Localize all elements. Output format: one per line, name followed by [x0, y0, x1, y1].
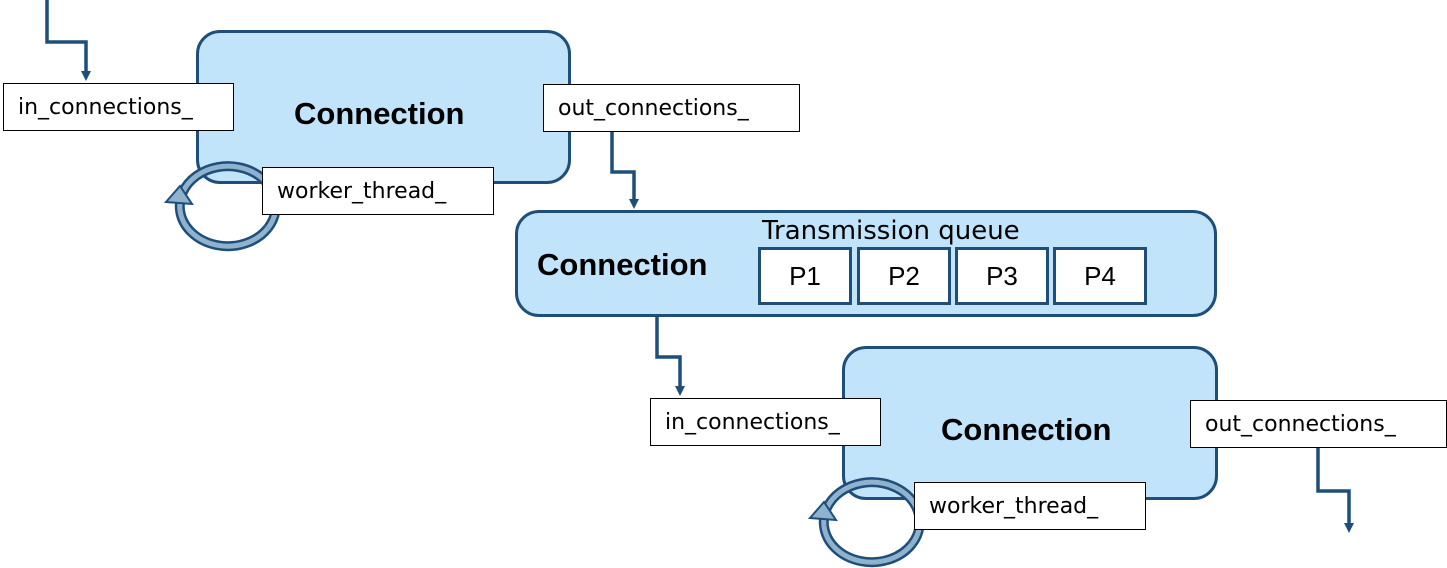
in-connections-label-2: in_connections_ — [650, 398, 881, 446]
connection-3-title: Connection — [941, 412, 1112, 447]
arrow-out-connections-2-exit — [1316, 447, 1354, 533]
connection-box-3 — [842, 346, 1218, 500]
packet-p3: P3 — [955, 247, 1049, 305]
packet-p1: P1 — [758, 247, 852, 305]
out-connections-label-2: out_connections_ — [1190, 400, 1447, 448]
connection-box-1 — [196, 30, 571, 184]
connection-2-title: Connection — [537, 247, 708, 282]
worker-thread-label-2: worker_thread_ — [914, 482, 1146, 530]
transmission-queue-title: Transmission queue — [762, 216, 1020, 246]
out-connections-label-1: out_connections_ — [543, 84, 800, 132]
packet-p2: P2 — [857, 247, 951, 305]
packet-p4: P4 — [1053, 247, 1147, 305]
worker-thread-label-1: worker_thread_ — [262, 167, 494, 215]
in-connections-label-1: in_connections_ — [3, 83, 234, 131]
arrow-connection-2-to-in-connections-2 — [655, 316, 685, 396]
arrow-out1-to-connection-2 — [610, 131, 639, 209]
connection-1-title: Connection — [294, 96, 465, 131]
arrow-into-in-connections-1 — [45, 0, 91, 81]
